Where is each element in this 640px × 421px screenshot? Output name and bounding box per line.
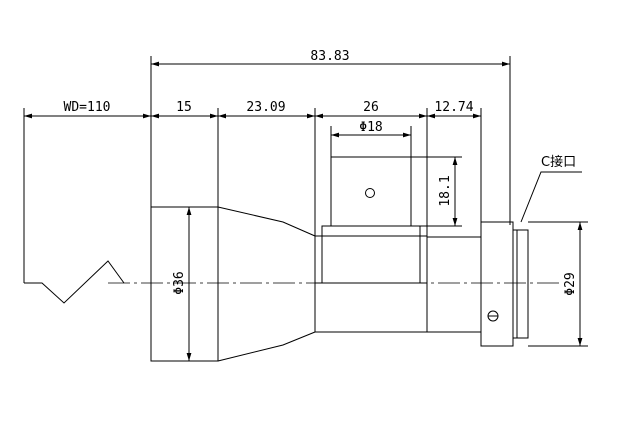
dim-wd-label: WD=110	[64, 100, 111, 115]
main-body	[314, 235, 428, 333]
knob-collar	[321, 225, 421, 237]
c-mount-leader	[520, 171, 582, 223]
dim-phi29-label: Φ29	[563, 272, 578, 295]
knob-screw	[365, 188, 375, 198]
dim-15-label: 15	[176, 100, 192, 115]
front-cylinder	[150, 206, 219, 362]
taper-top	[217, 206, 316, 237]
dim-overall-label: 83.83	[310, 49, 349, 64]
dim-phi36-label: Φ36	[172, 271, 187, 294]
rear-ring	[480, 221, 514, 347]
dim-181-label: 18.1	[438, 175, 453, 206]
dim-2309-label: 23.09	[246, 100, 285, 115]
dim-26-label: 26	[363, 100, 379, 115]
taper-bottom	[217, 331, 316, 362]
dim-phi18-label: Φ18	[359, 120, 382, 135]
rear-sleeve	[426, 236, 482, 333]
dim-1274-label: 12.74	[434, 100, 473, 115]
wd-break-line	[24, 260, 125, 304]
c-mount-thread	[512, 229, 529, 339]
adjusting-knob	[330, 156, 412, 227]
c-mount-callout: C接口	[541, 154, 576, 170]
